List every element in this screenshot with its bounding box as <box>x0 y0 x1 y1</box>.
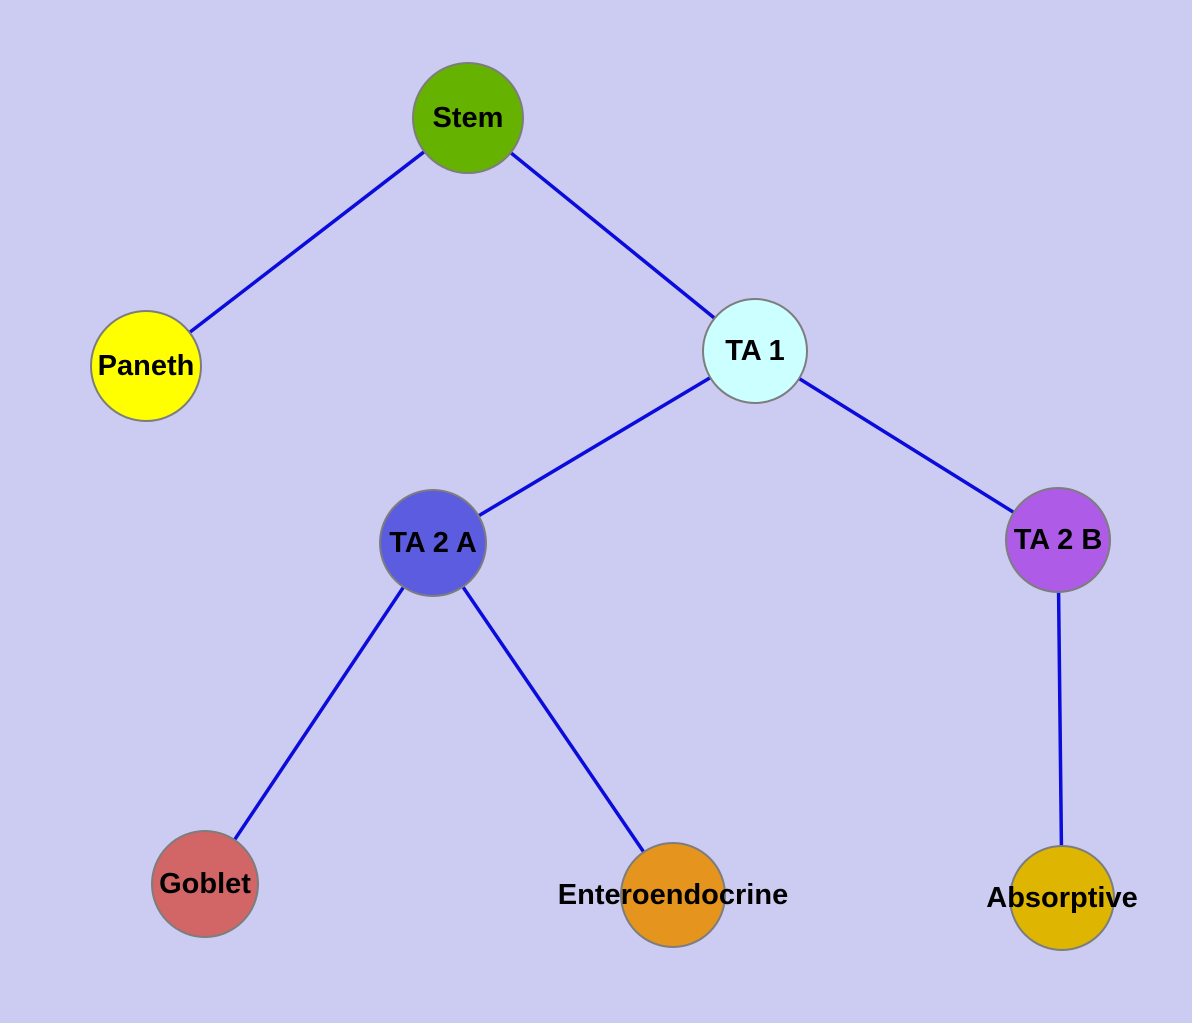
node-stem[interactable] <box>412 62 524 174</box>
node-goblet[interactable] <box>151 830 259 938</box>
edge-ta-2-a-to-enteroendocrine <box>431 542 675 896</box>
edge-ta-2-a-to-goblet <box>203 542 435 885</box>
node-enteroendocrine[interactable] <box>620 842 726 948</box>
edge-stem-to-paneth <box>144 116 470 368</box>
node-ta-2-a[interactable] <box>379 489 487 597</box>
node-absorptive[interactable] <box>1009 845 1115 951</box>
edge-stem-to-ta-1 <box>466 116 757 353</box>
edge-ta-2-b-to-absorptive <box>1056 539 1064 899</box>
edge-ta-1-to-ta-2-a <box>432 349 756 545</box>
node-ta-1[interactable] <box>702 298 808 404</box>
node-ta-2-b[interactable] <box>1005 487 1111 593</box>
edge-ta-1-to-ta-2-b <box>754 349 1059 542</box>
nodes-layer <box>90 62 1115 951</box>
node-paneth[interactable] <box>90 310 202 422</box>
edges-layer <box>144 116 1064 899</box>
